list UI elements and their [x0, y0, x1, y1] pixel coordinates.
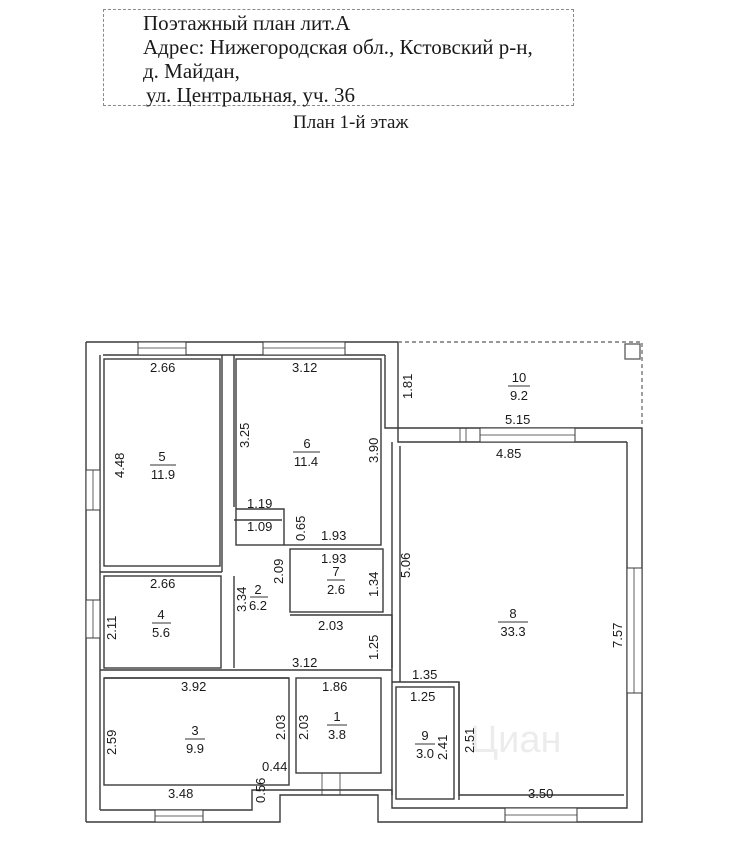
- room-8-number: 8: [509, 606, 516, 621]
- dim-label: 1.19: [247, 496, 272, 511]
- dim-label: 3.92: [181, 679, 206, 694]
- dim-label: 1.34: [366, 572, 381, 597]
- dim-label: 1.93: [321, 551, 346, 566]
- dim-label: 4.48: [112, 453, 127, 478]
- dim-label: 2.03: [296, 715, 311, 740]
- dim-label: 2.03: [273, 715, 288, 740]
- dim-label: 1.09: [247, 519, 272, 534]
- dim-label: 0.56: [253, 778, 268, 803]
- room-7-walls: [289, 548, 384, 613]
- terrace-outline: [398, 341, 643, 428]
- watermark: Циан: [470, 719, 561, 761]
- dim-label: 0.44: [262, 759, 287, 774]
- window: [262, 341, 346, 356]
- dim-label: 3.12: [292, 655, 317, 670]
- room-5-area: 11.9: [151, 467, 175, 482]
- dim-label: 1.93: [321, 528, 346, 543]
- header-line-3: д. Майдан,: [143, 59, 240, 83]
- header-line-4: ул. Центральная, уч. 36: [146, 83, 356, 107]
- dim-label: 2.09: [271, 559, 286, 584]
- room-7-area: 2.6: [327, 582, 345, 597]
- dim-label: 3.90: [366, 438, 381, 463]
- room-5-number: 5: [158, 449, 165, 464]
- dim-label: 2.03: [318, 618, 343, 633]
- plan-title: План 1-й этаж: [293, 112, 409, 133]
- outer-wall-bottom: [86, 428, 643, 823]
- dim-label: 2.66: [150, 360, 175, 375]
- room-10-number: 10: [512, 370, 526, 385]
- room-9-walls: [395, 686, 455, 800]
- room-6-number: 6: [303, 436, 310, 451]
- dim-label: 2.59: [104, 730, 119, 755]
- dim-label: 1.35: [412, 667, 437, 682]
- room-2-number: 2: [254, 582, 261, 597]
- room-2-area: 6.2: [249, 598, 267, 613]
- room-10-area: 9.2: [510, 388, 528, 403]
- dim-label: 2.11: [104, 616, 119, 640]
- dim-label: 3.12: [292, 360, 317, 375]
- room-1-walls: [295, 677, 382, 774]
- window: [626, 567, 643, 694]
- header-line-1: Поэтажный план лит.А: [143, 11, 351, 35]
- room-6-area: 11.4: [294, 454, 318, 469]
- dim-label: 0.65: [293, 516, 308, 541]
- dim-label: 3.25: [237, 423, 252, 448]
- room-1-number: 1: [333, 709, 340, 724]
- header-line-2: Адрес: Нижегородская обл., Кстовский р-н…: [143, 35, 533, 59]
- dim-label: 5.06: [398, 553, 413, 578]
- dim-label: 1.86: [322, 679, 347, 694]
- dim-label: 4.85: [496, 446, 521, 461]
- dim-label: 2.51: [462, 728, 477, 753]
- dim-label: 3.50: [528, 786, 553, 801]
- room-4-number: 4: [157, 607, 164, 622]
- dim-label: 3.48: [168, 786, 193, 801]
- header-box: [103, 9, 574, 106]
- room-3-area: 9.9: [186, 741, 204, 756]
- dim-label: 3.34: [234, 587, 249, 612]
- dim-label: 7.57: [610, 623, 625, 648]
- room-4-area: 5.6: [152, 625, 170, 640]
- dim-label: 1.81: [400, 374, 415, 399]
- room-9-number: 9: [421, 728, 428, 743]
- room-3-number: 3: [191, 723, 198, 738]
- dim-label: 2.41: [435, 735, 450, 760]
- dim-label: 1.25: [410, 689, 435, 704]
- dim-label: 1.25: [366, 635, 381, 660]
- window: [137, 341, 187, 356]
- dim-label: 5.15: [505, 412, 530, 427]
- room-8-area: 33.3: [500, 624, 525, 639]
- room-1-area: 3.8: [328, 727, 346, 742]
- room-7-number: 7: [332, 564, 339, 579]
- room-9-area: 3.0: [416, 746, 434, 761]
- dim-label: 2.66: [150, 576, 175, 591]
